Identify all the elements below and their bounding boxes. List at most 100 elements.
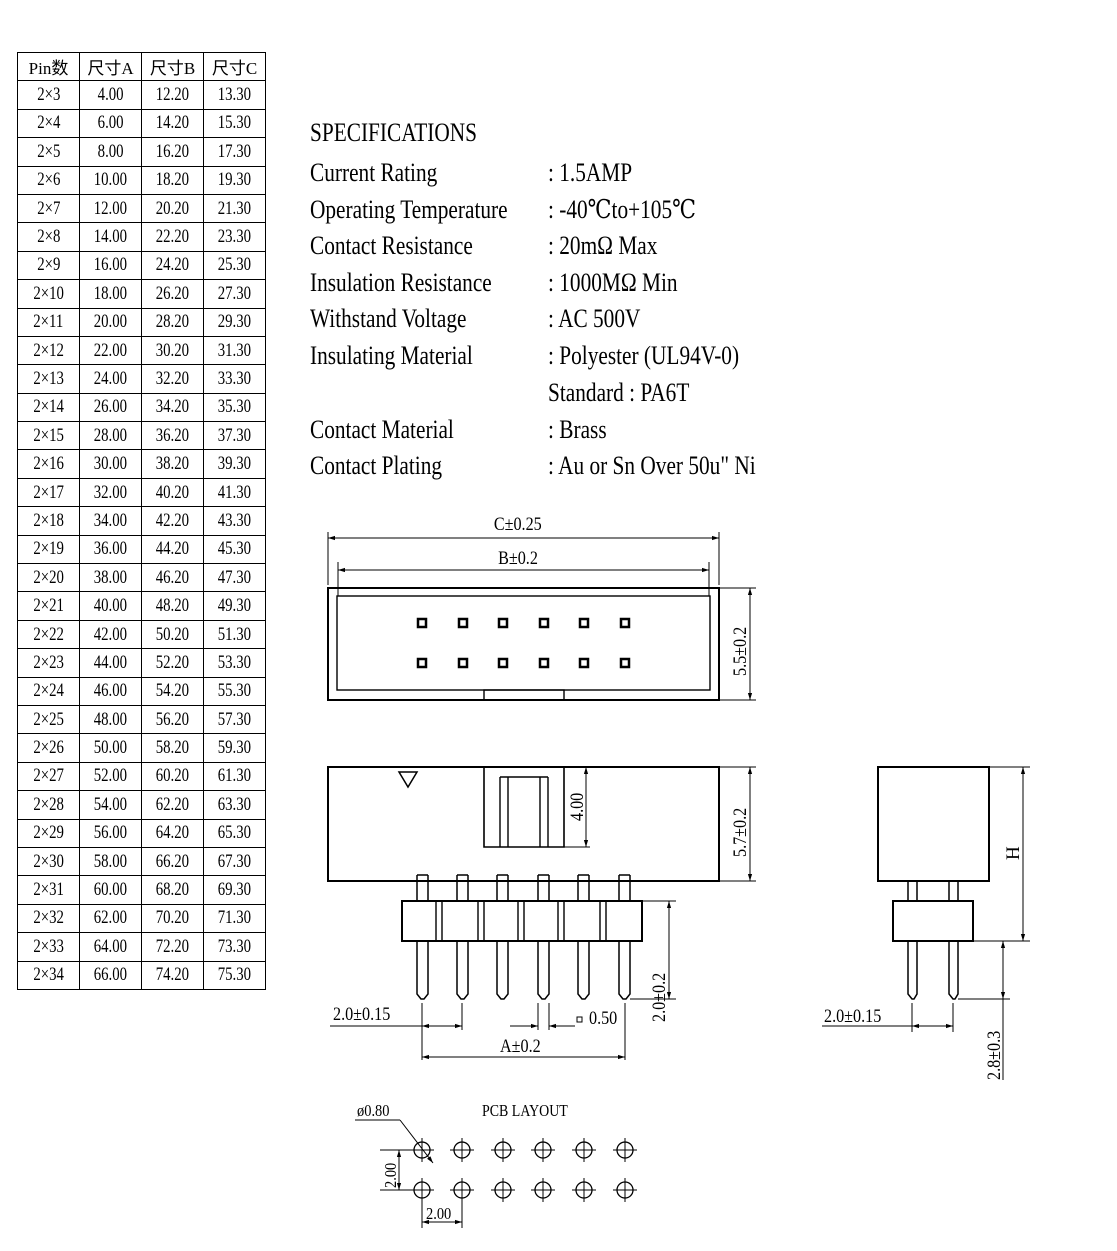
table-row: 2×32 62.00 70.20 71.30 [17, 903, 266, 934]
cell-value: 52.20 [155, 651, 190, 673]
cell-value: 52.00 [93, 765, 128, 787]
cell-value: 58.00 [93, 850, 128, 872]
cell-value: 46.20 [155, 566, 190, 588]
cell-value: 48.20 [155, 595, 190, 617]
cell-value: 2×20 [33, 566, 64, 588]
cell-dim-b: 68.20 [141, 875, 204, 905]
cell-dim-a: 24.00 [79, 364, 142, 394]
cell-dim-b: 62.20 [141, 790, 204, 820]
cell-value: 24.20 [155, 254, 190, 276]
cell-value: 2×26 [33, 737, 64, 759]
cell-pin-count: 2×10 [17, 279, 80, 309]
cell-pin-count: 2×8 [17, 222, 80, 252]
cell-value: 2×32 [33, 907, 64, 929]
cell-dim-b: 36.20 [141, 421, 204, 451]
table-row: 2×17 32.00 40.20 41.30 [17, 477, 266, 508]
cell-dim-a: 52.00 [79, 761, 142, 792]
cell-dim-a: 8.00 [79, 137, 142, 167]
spec-value: : 1.5AMP [548, 158, 633, 187]
cell-value: 32.20 [155, 367, 190, 389]
cell-value: 30.00 [93, 453, 128, 475]
cell-value: 2×31 [33, 879, 64, 901]
cell-value: 2×3 [36, 84, 61, 106]
pcb-hole-crosshair [491, 1178, 515, 1202]
cell-dim-c: 17.30 [203, 137, 266, 167]
dim-c-label: C±0.25 [494, 513, 542, 535]
cell-dim-a: 14.00 [79, 222, 142, 252]
cell-value: 40.20 [155, 481, 190, 503]
cell-value: 44.00 [93, 651, 128, 673]
table-row: 2×13 24.00 32.20 33.30 [17, 364, 266, 394]
cell-dim-c: 55.30 [203, 676, 266, 706]
spec-label: Current Rating [310, 158, 438, 187]
cell-value: 12.00 [93, 197, 128, 219]
cell-value: 2×18 [33, 509, 64, 531]
cell-dim-c: 21.30 [203, 193, 266, 224]
cell-value: 40.00 [93, 595, 128, 617]
cell-value: 14.00 [93, 226, 128, 248]
cell-dim-a: 16.00 [79, 250, 142, 281]
cell-value: 2×33 [33, 935, 64, 957]
cell-value: 12.20 [155, 84, 190, 106]
cell-value: 2×23 [33, 651, 64, 673]
cell-pin-count: 2×34 [17, 960, 80, 990]
cell-dim-b: 70.20 [141, 903, 204, 934]
cell-value: 18.20 [155, 169, 190, 191]
spec-value: : Polyester (UL94V-0) [548, 341, 740, 370]
cell-dim-a: 60.00 [79, 875, 142, 905]
cell-value: 65.30 [217, 822, 252, 844]
cell-dim-c: 33.30 [203, 364, 266, 394]
cell-value: 36.00 [93, 538, 128, 560]
cell-dim-c: 45.30 [203, 534, 266, 565]
cell-dim-b: 74.20 [141, 960, 204, 990]
cell-value: 2×9 [36, 254, 61, 276]
cell-value: 22.00 [93, 339, 128, 361]
cell-pin-count: 2×17 [17, 477, 80, 508]
cell-dim-c: 67.30 [203, 846, 266, 877]
cell-value: 2×7 [36, 197, 61, 219]
cell-value: 33.30 [217, 367, 252, 389]
cell-value: 42.00 [93, 623, 128, 645]
cell-value: 2×13 [33, 367, 64, 389]
cell-dim-a: 62.00 [79, 903, 142, 934]
cell-value: 55.30 [217, 680, 252, 702]
cell-dim-c: 49.30 [203, 591, 266, 621]
cell-value: 36.20 [155, 424, 190, 446]
cell-value: 28.00 [93, 424, 128, 446]
cell-value: 29.30 [217, 311, 252, 333]
cell-value: 24.00 [93, 367, 128, 389]
cell-value: 50.00 [93, 737, 128, 759]
front-view [327, 766, 756, 1060]
pcb-hole-crosshair [572, 1138, 596, 1162]
cell-value: 70.20 [155, 907, 190, 929]
cell-pin-count: 2×6 [17, 165, 80, 195]
cell-value: 74.20 [155, 964, 190, 986]
cell-value: 41.30 [217, 481, 252, 503]
cell-value: 2×5 [36, 140, 61, 162]
spec-value: : Au or Sn Over 50u" Ni [548, 451, 756, 480]
cell-dim-a: 20.00 [79, 307, 142, 337]
cell-value: 64.00 [93, 935, 128, 957]
cell-value: 34.20 [155, 396, 190, 418]
pcb-hole-crosshair [531, 1178, 555, 1202]
cell-value: 16.20 [155, 140, 190, 162]
cell-value: 66.00 [93, 964, 128, 986]
cell-dim-c: 71.30 [203, 903, 266, 934]
cell-dim-b: 22.20 [141, 222, 204, 252]
cell-value: 34.00 [93, 509, 128, 531]
cell-value: 54.20 [155, 680, 190, 702]
cell-pin-count: 2×30 [17, 846, 80, 877]
cell-dim-b: 72.20 [141, 932, 204, 962]
cell-value: 32.00 [93, 481, 128, 503]
pcb-col-pitch-label: 2.00 [426, 1205, 451, 1223]
cell-dim-a: 44.00 [79, 648, 142, 678]
cell-value: 69.30 [217, 879, 252, 901]
cell-dim-b: 16.20 [141, 137, 204, 167]
cell-dim-c: 35.30 [203, 392, 266, 423]
